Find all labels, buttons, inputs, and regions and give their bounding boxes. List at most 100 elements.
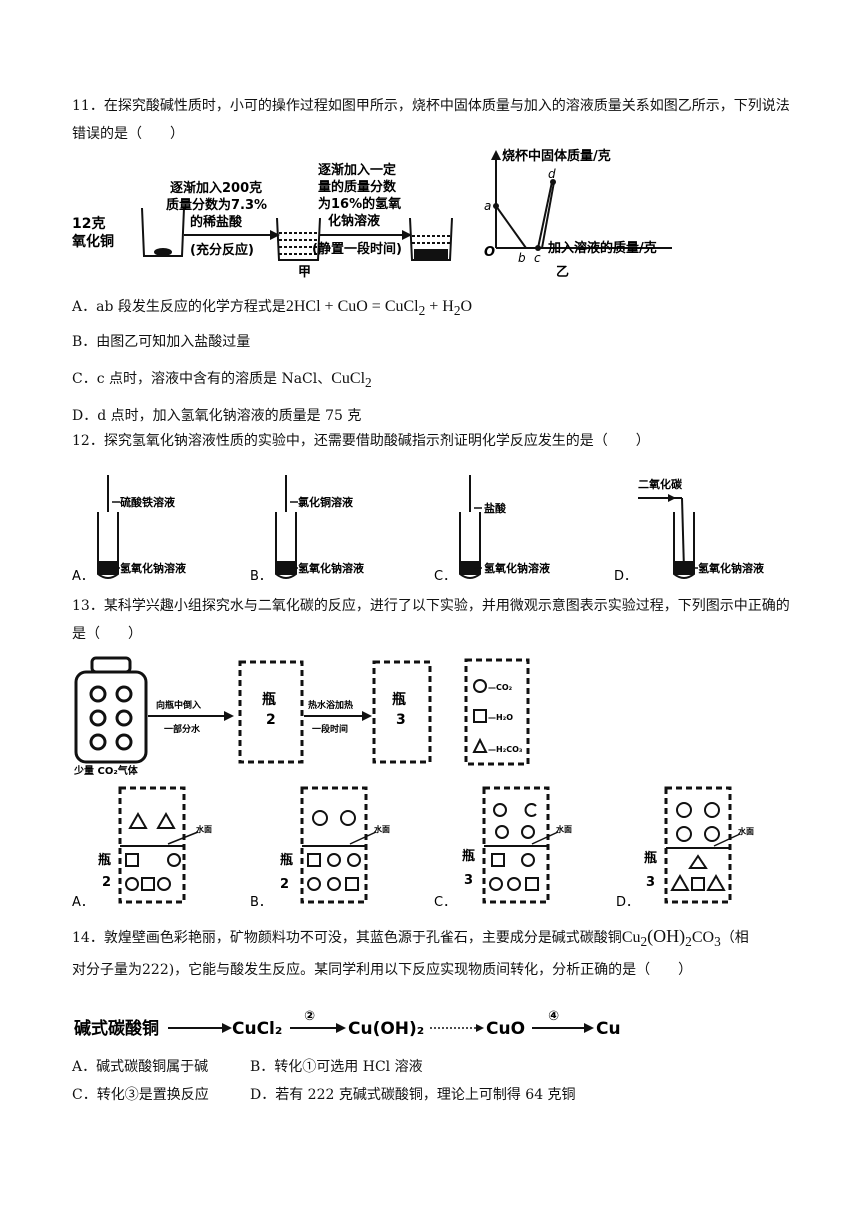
test-tube-icon [638, 497, 695, 579]
chain-item-4: CuO [486, 1019, 525, 1039]
q11-option-b: B．由图乙可知加入盐酸过量 [72, 334, 251, 350]
chem-subscript: 2 [365, 375, 372, 391]
q13-label-d: D． [616, 895, 639, 910]
figure-caption-jia: 甲 [298, 265, 311, 280]
q12-label-b: B． [250, 569, 272, 584]
ping-label: 瓶 [98, 852, 111, 868]
start-label-1: 12克 [72, 215, 105, 232]
tube-d-top-label: 二氧化碳 [638, 477, 683, 491]
legend-box [464, 658, 530, 766]
tube-c-top-label: 盐酸 [484, 501, 507, 515]
q13-options: 水面 瓶 2 A． 水面 瓶 2 B． 水面 瓶 3 C． [72, 782, 792, 910]
ping-label: 瓶 [644, 850, 657, 866]
q13-label-c: C． [434, 895, 456, 910]
test-tube-icon [97, 475, 119, 579]
tube-a-bottom-label: 氢氧化钠溶液 [120, 561, 187, 575]
q14-stem-part3: 对分子量为222)，它能与酸发生反应。某同学利用以下反应实现物质间转化，分析正确… [72, 962, 693, 979]
q14-stem-part2: （相 [720, 930, 749, 946]
test-tube-icon [275, 475, 297, 579]
co2-circle-icon [473, 679, 487, 693]
water-label: 水面 [373, 824, 390, 834]
q11-option-d: D．d 点时，加入氢氧化钠溶液的质量是 75 克 [72, 408, 362, 424]
chem-formula: Cu [621, 929, 641, 946]
equation-part: + H [425, 298, 454, 315]
ping-number: 2 [102, 875, 111, 890]
bottle-icon [74, 656, 148, 764]
chain-item-1: 碱式碳酸铜 [74, 1018, 159, 1039]
beaker-icon [276, 217, 321, 261]
bottle3-box [372, 660, 432, 764]
legend-h2co3: —H₂CO₃ [488, 745, 523, 754]
option-a-text: A．ab 段发生反应的化学方程式是 [72, 299, 286, 315]
tube-d-bottom-label: 氢氧化钠溶液 [698, 561, 765, 575]
ping-number: 2 [280, 877, 289, 892]
tube-a-top-label: 硫酸铁溶液 [120, 495, 176, 509]
option-c-text: C．c 点时，溶液中含有的溶质是 NaCl、 [72, 371, 332, 387]
step1-line1: 逐渐加入200克 [170, 180, 262, 196]
beaker-icon [141, 207, 185, 257]
origin-label: O [484, 245, 495, 260]
chem-subscript: 2 [685, 934, 692, 950]
q13-procedure-drawing: 少量 CO₂气体 向瓶中倒入 一部分水 瓶 2 热水浴加热 一段时间 瓶 3 —… [73, 656, 530, 777]
q11-option-a: A．ab 段发生反应的化学方程式是2HCl + CuO = CuCl2 + H2… [72, 296, 472, 322]
q13-options-drawing: 水面 瓶 2 A． 水面 瓶 2 B． 水面 瓶 3 C． [72, 786, 754, 910]
ping-label: 瓶 [280, 852, 293, 868]
q12-label-c: C． [434, 569, 456, 584]
figure-caption-yi: 乙 [556, 265, 569, 280]
equation-subscript: 2 [453, 303, 461, 319]
chem-subscript: 2 [640, 934, 648, 950]
bottle2-number: 2 [266, 712, 276, 728]
start-label-2: 氧化铜 [72, 233, 114, 250]
arrow1-label-2: 一部分水 [164, 723, 201, 735]
step2-line4: 化钠溶液 [328, 213, 380, 229]
step2-line5: (静置一段时间) [312, 241, 402, 257]
point-d [550, 179, 556, 185]
water-label: 水面 [555, 824, 572, 834]
tube-b-bottom-label: 氢氧化钠溶液 [298, 561, 365, 575]
q12-label-a: A． [72, 569, 94, 584]
equation-subscript: 2 [418, 303, 426, 319]
step1-line2: 质量分数为7.3% [166, 197, 267, 213]
q14-stem-part1: 14．敦煌壁画色彩艳丽，矿物颜料功不可没，其蓝色源于孔雀石，主要成分是碱式碳酸铜 [72, 930, 622, 946]
q14-option-b: B．转化①可选用 HCl 溶液 [250, 1059, 423, 1075]
graph-ylabel: 烧杯中固体质量/克 [502, 148, 611, 164]
point-a [493, 203, 499, 209]
point-b-label: b [518, 251, 526, 265]
q14-conversion-chain: 碱式碳酸铜 CuCl₂ ② Cu(OH)₂ CuO ④ Cu [72, 1004, 632, 1044]
q14-option-d: D．若有 222 克碱式碳酸铜，理论上可制得 64 克铜 [250, 1087, 576, 1103]
arrow2-label: 热水浴加热 [308, 699, 353, 711]
point-c-label: c [534, 251, 541, 265]
ping-label: 瓶 [462, 848, 475, 864]
q14-option-c: C．转化③是置换反应 [72, 1087, 209, 1103]
water-label: 水面 [195, 824, 212, 834]
graph-yi [491, 150, 672, 251]
q11-stem: 11．在探究酸碱性质时，小可的操作过程如图甲所示，烧杯中固体质量与加入的溶液质量… [72, 98, 790, 142]
q13-label-a: A． [72, 895, 94, 910]
ping-number: 3 [646, 875, 655, 890]
equation-part: O [460, 298, 473, 315]
chain-mark-4: ④ [548, 1009, 559, 1024]
chain-item-3: Cu(OH)₂ [348, 1019, 424, 1039]
q11-jia-drawing: 12克 氧化铜 逐渐加入200克 质量分数为7.3% 的稀盐酸 (充分反应) 逐… [71, 148, 672, 280]
point-c [535, 245, 541, 251]
h2co3-triangle-icon [472, 737, 488, 753]
water-label: 水面 [737, 826, 754, 836]
chain-item-2: CuCl₂ [232, 1019, 282, 1039]
q14-chain-drawing: 碱式碳酸铜 CuCl₂ ② Cu(OH)₂ CuO ④ Cu [74, 1009, 621, 1039]
bottle2-label: 瓶 [262, 691, 276, 708]
step2-line1: 逐渐加入一定 [318, 162, 396, 178]
bottle3-number: 3 [396, 712, 406, 728]
bottle-caption: 少量 CO₂气体 [73, 764, 139, 776]
tube-b-top-label: 氯化铜溶液 [298, 495, 354, 509]
q13-label-b: B． [250, 895, 272, 910]
ping-number: 3 [464, 873, 473, 888]
bottle3-label: 瓶 [392, 691, 406, 708]
point-d-label: d [548, 167, 556, 181]
q11-figure-jia: 12克 氧化铜 逐渐加入200克 质量分数为7.3% 的稀盐酸 (充分反应) 逐… [71, 148, 672, 280]
step2-line3: 为16%的氢氧 [318, 196, 401, 212]
graph-xlabel: 加入溶液的质量/克 [547, 240, 657, 256]
equation-part: 2HCl + CuO = CuCl [285, 298, 419, 315]
q12-drawing: 硫酸铁溶液 氢氧化钠溶液 A． 氯化铜溶液 氢氧化钠溶液 B． 盐酸 氢氧化钠溶… [72, 475, 765, 584]
chem-formula: CO [691, 929, 715, 946]
step1-line4: (充分反应) [190, 242, 254, 258]
